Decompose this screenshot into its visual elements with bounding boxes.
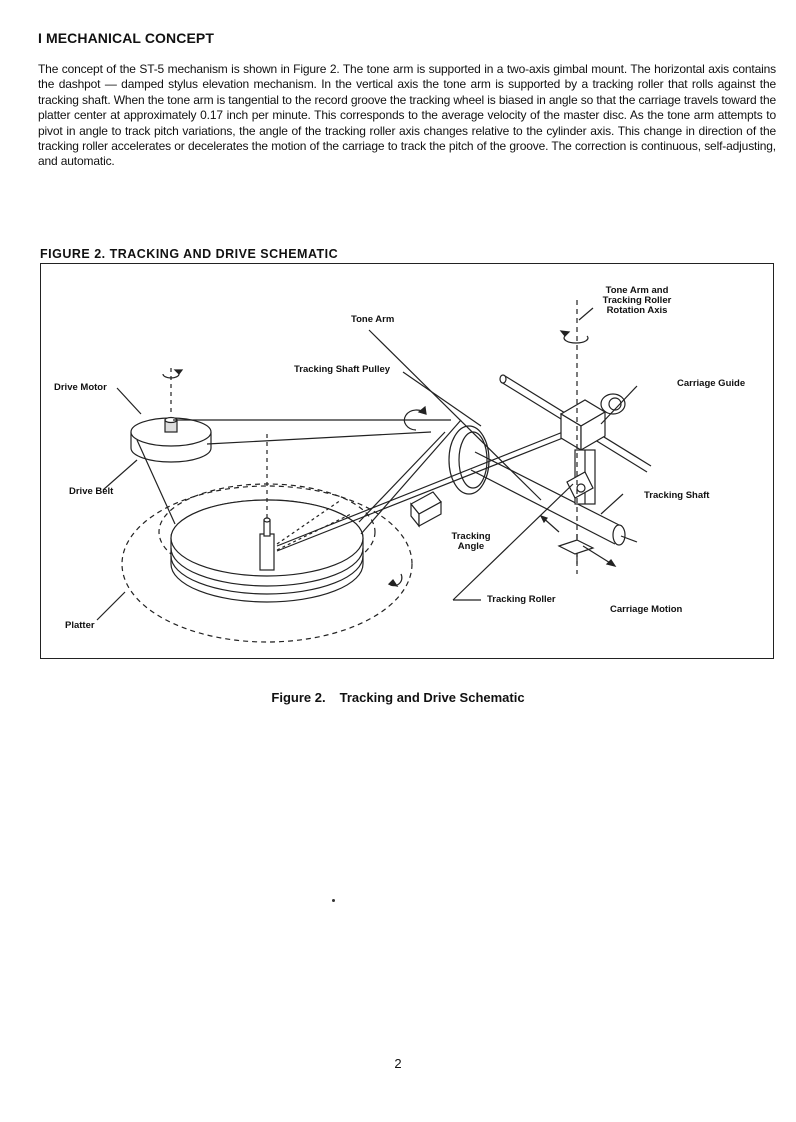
figure-caption: Figure 2. Tracking and Drive Schematic [0,690,796,705]
label-tracking-angle-line2: Angle [457,541,485,552]
platter-body [170,499,364,603]
caption-title: Tracking and Drive Schematic [339,690,525,705]
label-rotation-axis: Tone Arm and Tracking Roller Rotation Ax… [597,286,677,316]
label-tone-arm: Tone Arm [351,314,395,325]
label-carriage-motion: Carriage Motion [610,604,683,615]
label-tracking-roller: Tracking Roller [487,594,556,605]
label-rotation-axis-line1: Tone Arm and [605,285,669,296]
label-tracking-angle: Tracking Angle [446,532,496,552]
drive-motor [130,368,212,463]
figure-frame: Tone Arm Tone Arm and Tracking Roller Ro… [40,263,774,659]
section-paragraph: The concept of the ST-5 mechanism is sho… [38,62,776,169]
schematic-drawing [96,300,652,643]
label-rotation-axis-line3: Rotation Axis [606,305,668,316]
label-carriage-guide: Carriage Guide [677,378,746,389]
label-rotation-axis-line2: Tracking Roller [602,295,672,306]
stray-dot [332,899,335,902]
caption-number: Figure 2. [271,690,326,705]
small-block [410,491,442,528]
tracking-shaft [470,451,638,546]
spindle [259,434,275,571]
section-heading: I MECHANICAL CONCEPT [38,30,214,46]
platter-dashed-outline [121,485,413,643]
page-number: 2 [394,1056,402,1071]
label-tracking-angle-line1: Tracking [451,531,491,542]
label-drive-belt: Drive Belt [69,486,114,497]
label-drive-motor: Drive Motor [54,382,107,393]
label-tracking-shaft: Tracking Shaft [644,490,710,501]
label-platter: Platter [65,620,95,631]
label-tracking-shaft-pulley: Tracking Shaft Pulley [294,364,391,375]
figure-heading: FIGURE 2. TRACKING AND DRIVE SCHEMATIC [40,247,339,261]
carriage [559,393,626,505]
